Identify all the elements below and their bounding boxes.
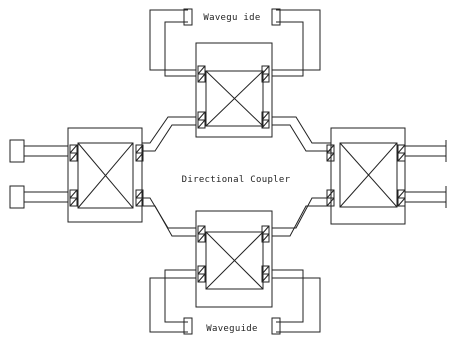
flange-marker <box>261 265 270 283</box>
flange-marker <box>397 189 406 207</box>
flange-markers <box>69 65 406 283</box>
center-label: Directional Coupler <box>182 175 291 185</box>
connections-right <box>272 116 331 237</box>
flange-marker <box>69 144 78 162</box>
bottom-waveguide-loop <box>149 269 321 335</box>
flange-marker <box>326 144 335 162</box>
flange-marker <box>197 65 206 83</box>
flange-marker <box>69 189 78 207</box>
flange-marker <box>135 189 144 207</box>
flange-marker <box>197 111 206 129</box>
flange-marker <box>261 65 270 83</box>
top-waveguide-label: Wavegu ide <box>203 13 260 23</box>
coupler-left <box>67 127 143 223</box>
flange-marker <box>326 189 335 207</box>
flange-marker <box>261 111 270 129</box>
coupler-right <box>330 127 406 225</box>
coupler-bottom <box>195 210 273 308</box>
flange-marker <box>397 144 406 162</box>
left-ports <box>9 139 68 209</box>
diagram-lines <box>9 8 447 335</box>
coupler-top <box>195 42 273 138</box>
flange-marker <box>261 225 270 243</box>
flange-marker <box>197 225 206 243</box>
bottom-waveguide-label: Waveguide <box>206 324 257 334</box>
right-ports <box>405 140 447 208</box>
flange-marker <box>197 265 206 283</box>
top-waveguide-loop <box>149 8 321 77</box>
flange-marker <box>135 144 144 162</box>
connections-left <box>142 116 196 237</box>
